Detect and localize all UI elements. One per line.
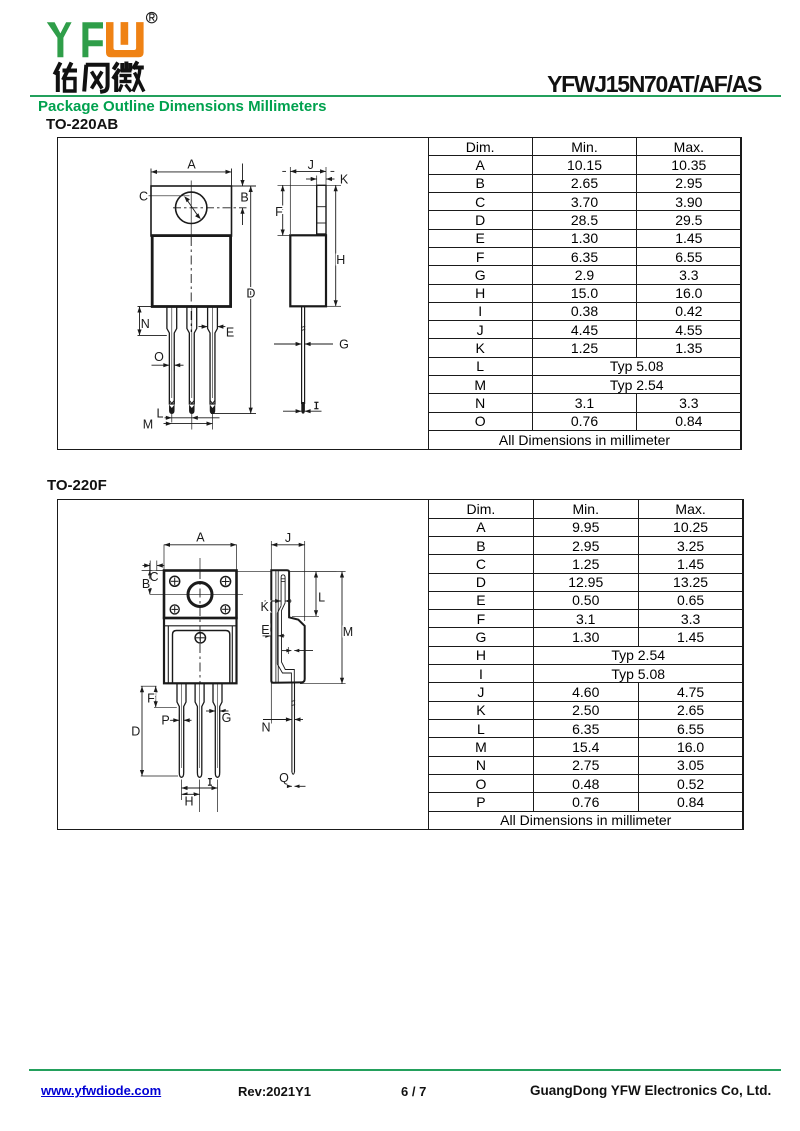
svg-text:N: N bbox=[261, 721, 270, 735]
svg-text:J: J bbox=[308, 158, 314, 172]
svg-text:Q: Q bbox=[279, 771, 289, 785]
svg-text:C: C bbox=[139, 190, 148, 204]
svg-text:G: G bbox=[339, 338, 349, 352]
svg-text:L: L bbox=[318, 591, 325, 605]
svg-text:E: E bbox=[226, 326, 234, 340]
svg-text:F: F bbox=[275, 205, 283, 219]
svg-text:L: L bbox=[157, 407, 164, 421]
svg-text:J: J bbox=[285, 531, 291, 545]
svg-text:B: B bbox=[142, 577, 150, 591]
svg-text:H: H bbox=[336, 253, 345, 267]
svg-text:H: H bbox=[184, 795, 193, 809]
svg-text:A: A bbox=[187, 158, 196, 172]
svg-text:P: P bbox=[161, 714, 169, 728]
svg-text:O: O bbox=[154, 350, 164, 364]
svg-text:E: E bbox=[261, 623, 269, 637]
svg-text:N: N bbox=[141, 317, 150, 331]
svg-text:K: K bbox=[261, 600, 270, 614]
svg-text:D: D bbox=[131, 725, 140, 739]
svg-text:M: M bbox=[143, 418, 153, 432]
svg-text:G: G bbox=[222, 711, 232, 725]
svg-text:M: M bbox=[343, 625, 353, 639]
svg-text:A: A bbox=[196, 531, 205, 545]
svg-text:B: B bbox=[240, 191, 248, 205]
svg-text:K: K bbox=[340, 173, 349, 187]
svg-text:D: D bbox=[246, 287, 255, 301]
svg-text:F: F bbox=[147, 692, 155, 706]
svg-text:C: C bbox=[149, 570, 158, 584]
